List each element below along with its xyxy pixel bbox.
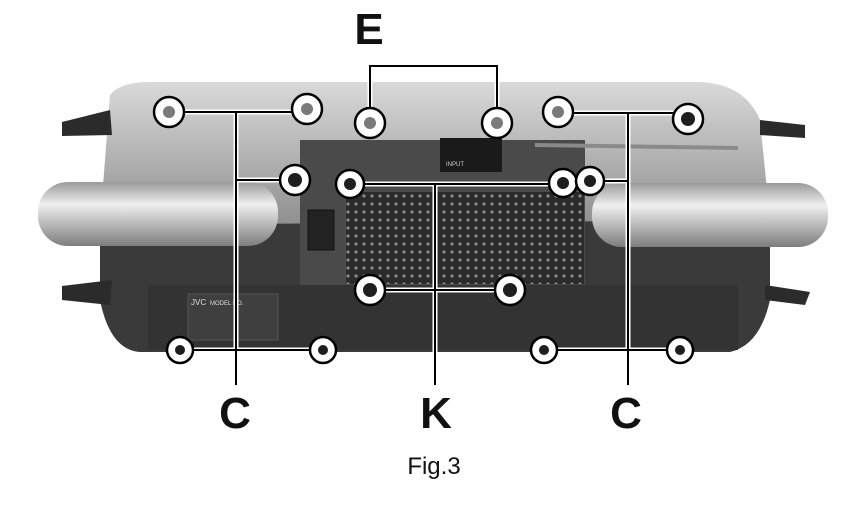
right-speaker-tube — [592, 183, 828, 247]
screw-marker-C-left — [152, 92, 338, 365]
screw-marker-K — [334, 167, 579, 307]
leader-lines — [169, 63, 688, 385]
screw-marker-C-right — [529, 95, 705, 365]
rating-label — [187, 293, 279, 341]
screw-markers — [152, 92, 705, 365]
input-label: INPUT — [446, 162, 464, 168]
right-side-bracket-lower — [765, 285, 810, 305]
left-side-bracket-lower — [62, 280, 112, 305]
left-speaker-tube — [38, 182, 278, 246]
boombox-unit: INPUT JVC MODEL NO. — [38, 82, 828, 352]
right-side-bracket — [760, 120, 805, 138]
leader-C-left — [169, 109, 323, 385]
antenna — [534, 143, 739, 150]
leader-E — [367, 63, 500, 123]
callout-K: K — [420, 389, 452, 438]
left-side-bracket — [62, 110, 112, 136]
figure-caption: Fig.3 — [407, 453, 460, 480]
power-socket — [307, 209, 335, 251]
screw-marker-E — [353, 106, 514, 140]
speaker-grille — [346, 192, 584, 284]
brand-label: JVC — [191, 298, 206, 307]
callout-C-left: C — [219, 389, 251, 438]
callout-E: E — [354, 5, 383, 54]
leader-C-right — [544, 110, 688, 385]
leader-K — [350, 181, 563, 385]
model-label: MODEL NO. — [210, 301, 244, 307]
callout-C-right: C — [610, 389, 642, 438]
input-panel — [440, 138, 502, 172]
